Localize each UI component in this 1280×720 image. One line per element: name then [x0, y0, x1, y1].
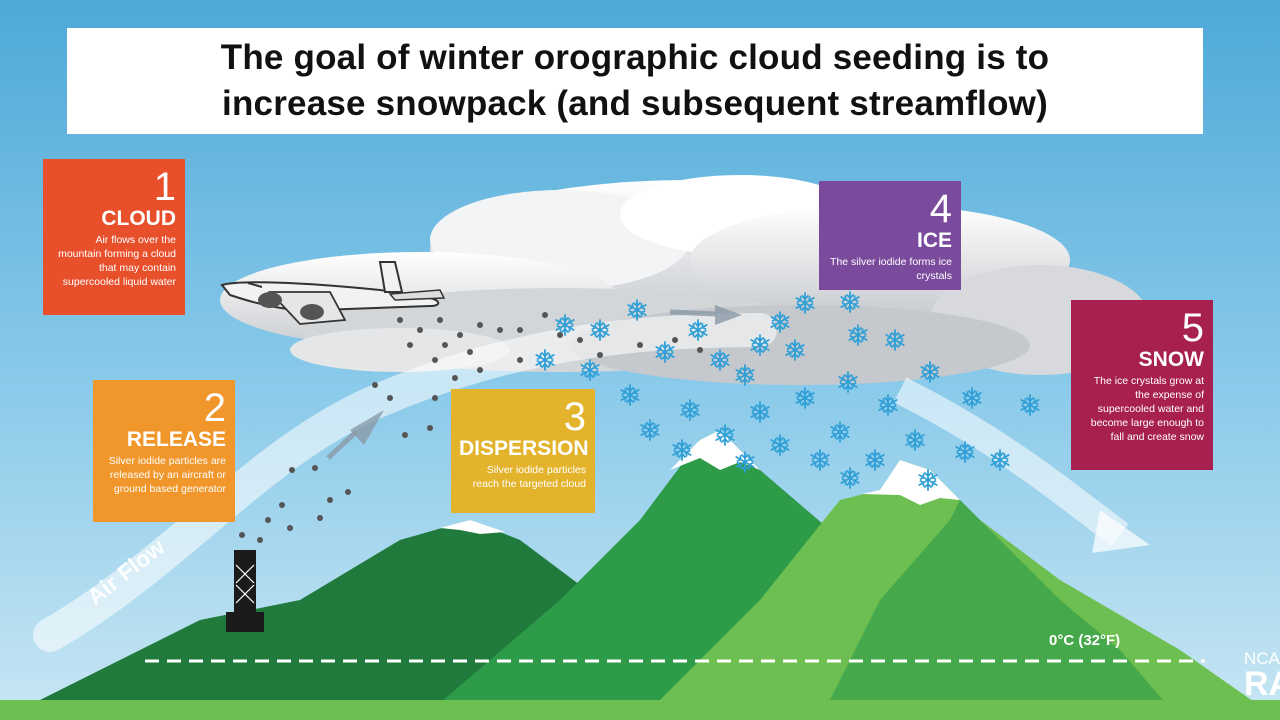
step-number: 1 — [153, 165, 176, 209]
title-banner: The goal of winter orographic cloud seed… — [67, 28, 1203, 134]
title-line-1: The goal of winter orographic cloud seed… — [220, 38, 1050, 77]
arrow-icon — [350, 410, 384, 445]
ground-generator-icon — [226, 550, 264, 632]
step-heading: DISPERSION — [459, 437, 589, 460]
step-description: Silver iodide particles are released by … — [108, 455, 226, 495]
arrow-icon — [715, 305, 742, 325]
step-heading: RELEASE — [126, 428, 226, 451]
step-heading: CLOUD — [101, 207, 176, 230]
airplane-icon — [220, 261, 446, 325]
step-description: Silver iodide particles reach the target… — [472, 464, 586, 490]
mountain-range — [0, 430, 1280, 720]
step-number: 3 — [563, 395, 586, 439]
step-dispersion: 3 DISPERSION Silver iodide particles rea… — [451, 389, 595, 513]
step-number: 2 — [203, 386, 226, 430]
step-number: 5 — [1181, 306, 1204, 350]
step-description: Air flows over the mountain forming a cl… — [58, 234, 176, 288]
logo-bottom-text: RA — [1244, 665, 1280, 703]
freezing-level-label: 0°C (32°F) — [1049, 632, 1121, 649]
title-line-2: increase snowpack (and subsequent stream… — [222, 84, 1048, 123]
step-heading: SNOW — [1138, 348, 1204, 371]
silver-iodide-particles — [239, 312, 703, 543]
step-description: The ice crystals grow at the expense of … — [1090, 375, 1204, 443]
logo-top-text: NCA — [1244, 649, 1280, 668]
step-description: The silver iodide forms ice crystals — [830, 256, 952, 282]
logo-watermark: NCA RA — [1244, 650, 1280, 701]
step-number: 4 — [929, 187, 952, 231]
arrow-icon — [1092, 510, 1150, 553]
step-heading: ICE — [916, 229, 952, 252]
step-snow: 5 SNOW The ice crystals grow at the expe… — [1071, 300, 1213, 470]
step-release: 2 RELEASE Silver iodide particles are re… — [93, 380, 235, 522]
descending-flow-arrow — [893, 377, 1129, 547]
step-ice: 4 ICE The silver iodide forms ice crysta… — [819, 181, 961, 290]
air-flow-arrow — [33, 313, 777, 652]
step-cloud: 1 CLOUD Air flows over the mountain form… — [43, 159, 185, 315]
